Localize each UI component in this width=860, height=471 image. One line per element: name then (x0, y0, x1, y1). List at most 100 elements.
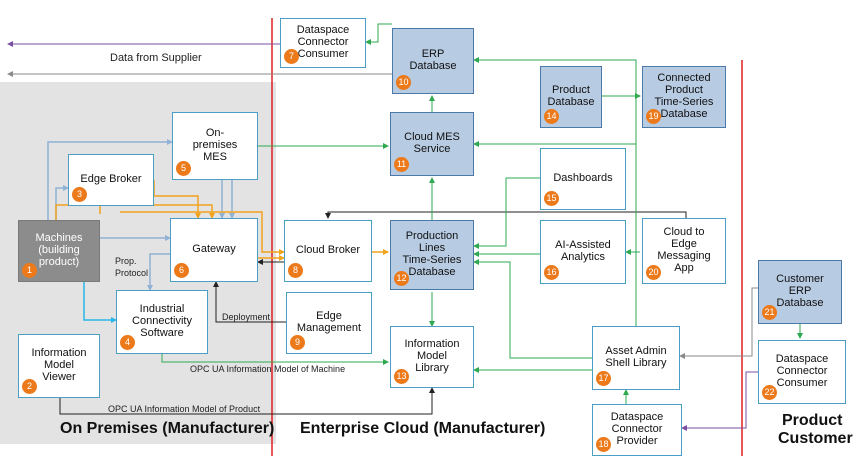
c2e-label-1: Cloud to (663, 226, 705, 238)
dsp-label-2: Connector (611, 423, 663, 435)
dsp-label-3: Provider (616, 435, 658, 447)
ind-conn-label-2: Connectivity (132, 315, 192, 327)
cloud-mes-label-2: Service (413, 143, 451, 155)
step-number-badge: 14 (544, 109, 559, 124)
deployment-label: Deployment (222, 312, 271, 322)
step-number-badge: 2 (22, 379, 37, 394)
library-label-1: Information (404, 338, 460, 350)
step-number-badge: 4 (120, 335, 135, 350)
step-number-badge: 21 (762, 305, 777, 320)
ind-conn-label-3: Software (140, 327, 184, 339)
cp-label-3: Time-Series (654, 96, 714, 108)
step-number-badge: 6 (174, 263, 189, 278)
dsc-cust-label-1: Dataspace (775, 353, 829, 365)
aas-label-2: Shell Library (605, 357, 667, 369)
step-number-badge: 22 (762, 385, 777, 400)
step-number-badge: 9 (290, 335, 305, 350)
edge-mgmt-label-1: Edge (316, 310, 342, 322)
gateway-node[interactable]: Gateway 6 (170, 218, 258, 282)
edge-broker-node[interactable]: Edge Broker 3 (68, 154, 154, 206)
dashboards-label: Dashboards (553, 172, 613, 184)
cloud-broker-label: Cloud Broker (295, 244, 361, 256)
step-number-badge: 19 (646, 109, 661, 124)
aas-label-1: Asset Admin (605, 345, 667, 357)
erp-db-label-1: ERP (421, 48, 445, 60)
onprem-mes-label-3: MES (203, 151, 227, 163)
step-number-badge: 11 (394, 157, 409, 172)
dsc-cust-label-3: Consumer (776, 377, 828, 389)
viewer-label-3: Viewer (42, 371, 76, 383)
cloud-broker-node[interactable]: Cloud Broker 8 (284, 220, 372, 282)
step-number-badge: 1 (22, 263, 37, 278)
step-number-badge: 3 (72, 187, 87, 202)
cust-erp-label-2: ERP (788, 285, 812, 297)
ind-conn-label-1: Industrial (139, 303, 185, 315)
step-number-badge: 10 (396, 75, 411, 90)
viewer-label-2: Model (44, 359, 74, 371)
ai-label-2: Analytics (560, 251, 605, 263)
prod-lines-label-4: Database (408, 266, 456, 278)
machines-label-2: (building (38, 244, 80, 256)
ai-label-1: AI-Assisted (555, 239, 611, 251)
opc-product-label: OPC UA Information Model of Product (108, 404, 261, 414)
cust-erp-label-3: Database (776, 297, 824, 309)
dsc-top-label-3: Consumer (297, 48, 349, 60)
product-db-label-2: Database (547, 96, 595, 108)
dsp-label-1: Dataspace (610, 411, 664, 423)
dashboards-node[interactable]: Dashboards 15 (540, 148, 626, 210)
prod-lines-label-2: Lines (418, 242, 446, 254)
step-number-badge: 18 (596, 437, 611, 452)
onprem-mes-label-2: premises (192, 139, 238, 151)
gateway-label: Gateway (192, 243, 236, 255)
step-number-badge: 16 (544, 265, 559, 280)
step-number-badge: 8 (288, 263, 303, 278)
product-db-label-1: Product (552, 84, 590, 96)
opc-machine-label: OPC UA Information Model of Machine (190, 364, 346, 374)
prod-lines-label-3: Time-Series (402, 254, 462, 266)
step-number-badge: 13 (394, 369, 409, 384)
erp-db-label-2: Database (409, 60, 457, 72)
dsc-top-label-2: Connector (297, 36, 349, 48)
cp-label-1: Connected (657, 72, 711, 84)
onprem-mes-label-1: On- (205, 127, 225, 139)
prop-protocol-label-1: Prop. (115, 256, 137, 266)
c2e-label-3: Messaging (657, 250, 711, 262)
product-customer-label-1: Product (782, 412, 843, 429)
prod-lines-label-1: Production (405, 230, 459, 242)
viewer-label-1: Information (31, 347, 87, 359)
edge-broker-label: Edge Broker (80, 173, 142, 185)
machines-label-3: product) (38, 256, 80, 268)
library-label-3: Library (415, 362, 449, 374)
data-from-supplier-label: Data from Supplier (110, 52, 202, 64)
c2e-label-2: Edge (671, 238, 697, 250)
edge-mgmt-label-2: Management (296, 322, 362, 334)
cp-label-4: Database (660, 108, 708, 120)
cp-label-2: Product (665, 84, 703, 96)
cust-erp-label-1: Customer (776, 273, 824, 285)
on-premises-zone-label: On Premises (Manufacturer) (60, 420, 275, 437)
step-number-badge: 7 (284, 49, 299, 64)
enterprise-cloud-zone-label: Enterprise Cloud (Manufacturer) (300, 420, 546, 437)
dsc-top-label-1: Dataspace (296, 24, 350, 36)
cloud-mes-label-1: Cloud MES (404, 131, 460, 143)
library-label-2: Model (417, 350, 447, 362)
